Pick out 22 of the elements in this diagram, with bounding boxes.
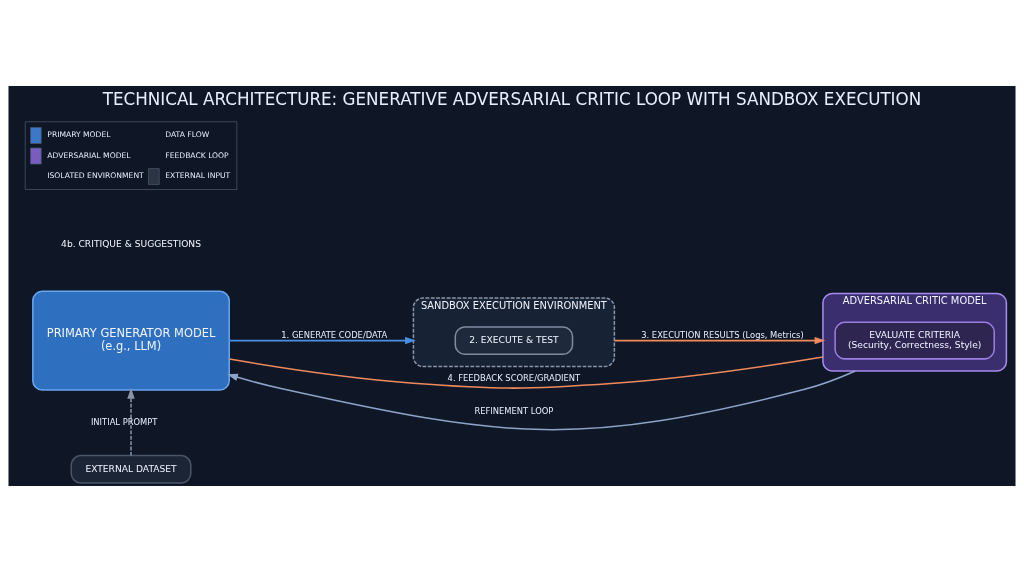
node-box: EXTERNAL DATASET (70, 454, 192, 484)
node-box: EVALUATE CRITERIA (Security, Correctness, Style) (834, 321, 995, 360)
diagram-title: TECHNICAL ARCHITECTURE: GENERATIVE ADVERSARIAL CRITIC LOOP WITH SANDBOX EXECUTION (102, 89, 922, 110)
arrow (127, 387, 135, 457)
edge-label: 4. FEEDBACK SCORE/GRADIENT (447, 372, 581, 383)
label: 4b. CRITIQUE & SUGGESTIONS (61, 239, 201, 250)
node-box: PRIMARY GENERATOR MODEL (e.g., LLM) (32, 290, 230, 391)
legend-label: DATA FLOW (165, 130, 210, 140)
legend-label: ISOLATED ENVIRONMENT (47, 171, 144, 181)
legend-label: FEEDBACK LOOP (165, 150, 229, 160)
edge-label: 1. GENERATE CODE/DATA (281, 330, 388, 341)
arrow (227, 370, 857, 431)
legend-label: ADVERSARIAL MODEL (47, 150, 131, 160)
connector (228, 356, 824, 389)
node-box: 2. EXECUTE & TEST (454, 326, 574, 356)
edge-label: INITIAL PROMPT (90, 416, 158, 427)
arrow (228, 336, 416, 345)
legend-label: PRIMARY MODEL (47, 130, 111, 140)
legend-label: EXTERNAL INPUT (165, 171, 231, 181)
edge-label: REFINEMENT LOOP (474, 406, 554, 417)
arrow (613, 336, 826, 345)
edge-label: 3. EXECUTION RESULTS (Logs, Metrics) (641, 330, 804, 341)
